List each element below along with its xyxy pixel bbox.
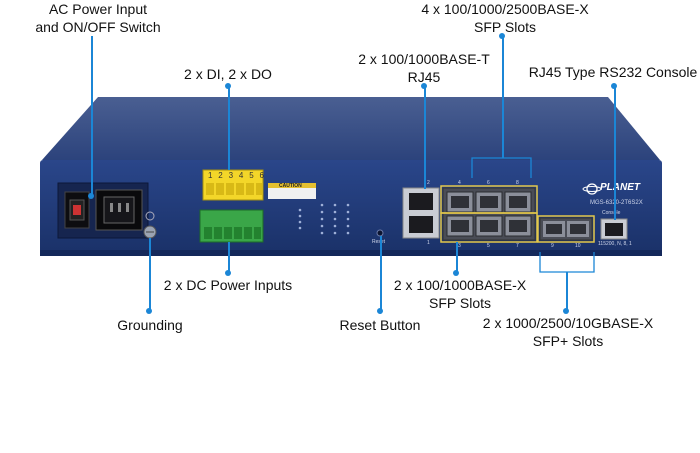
label-line: SFP Slots (474, 19, 536, 35)
terminal-number: 3 (228, 171, 234, 180)
terminal-numbers: 1 2 3 4 5 6 (208, 171, 264, 180)
chassis-top (42, 97, 660, 160)
sfp-1000-highlight (440, 212, 538, 243)
callout-line-sfp-1000 (456, 242, 458, 272)
console-label: Console (602, 210, 621, 216)
terminal-number: 1 (208, 171, 213, 180)
label-sfp-2500: 4 x 100/1000/2500BASE-X SFP Slots (410, 0, 600, 36)
label-sfp-1000: 2 x 100/1000BASE-X SFP Slots (385, 276, 535, 312)
terminal-number: 6 (259, 171, 264, 180)
label-di-do: 2 x DI, 2 x DO (184, 66, 272, 82)
model-number: MGS-6320-2T6S2X (590, 200, 643, 206)
terminal-number: 5 (249, 171, 254, 180)
sfp-plus-highlight (537, 215, 595, 243)
callout-dot-di-do (225, 83, 231, 89)
callout-line-dc-power (228, 242, 230, 272)
label-line: AC Power Input (48, 1, 148, 17)
terminal-number: 4 (238, 171, 244, 180)
callout-dot-reset (377, 308, 383, 314)
label-sfp-10g: 2 x 1000/2500/10GBASE-X SFP+ Slots (478, 314, 658, 350)
sfp-plus-port-label: 9 (551, 243, 554, 249)
callout-line-reset (380, 236, 382, 312)
ac-power-module (57, 182, 149, 239)
callout-line-di-do (228, 86, 230, 170)
terminal-number: 2 (218, 171, 223, 180)
label-reset: Reset Button (339, 317, 421, 333)
console-port (600, 218, 628, 240)
rj45-ports (402, 187, 440, 239)
dc-power-terminal-block (199, 209, 264, 243)
label-console: RJ45 Type RS232 Console (528, 64, 698, 80)
callout-line-console (614, 86, 616, 220)
callout-line-sfp-2500 (502, 36, 504, 158)
sfp-plus-ports (539, 217, 593, 241)
sfp-port-label: 3 (458, 243, 461, 249)
sfp-cage (442, 187, 536, 241)
reset-label: Reset (372, 239, 386, 245)
brand-name: PLANET (600, 182, 640, 193)
sfp-port-label: 8 (516, 180, 519, 186)
label-line: and ON/OFF Switch (35, 19, 161, 35)
label-dc-power: 2 x DC Power Inputs (163, 277, 293, 293)
caution-text: CAUTION (279, 183, 302, 189)
on-off-switch (73, 205, 81, 215)
label-grounding: Grounding (117, 317, 183, 333)
sfp-plus-port-label: 10 (575, 243, 581, 249)
rj45-port-label-top: 2 (427, 180, 430, 186)
label-line: 2 x 100/1000BASE-X (393, 277, 527, 293)
label-line: RJ45 (407, 69, 441, 85)
callout-dot-console (611, 83, 617, 89)
callout-dot-sfp-10g (563, 308, 569, 314)
sfp-port-label: 5 (487, 243, 490, 249)
label-ac-power: AC Power Input and ON/OFF Switch (28, 0, 168, 36)
baud-label: 115200, N, 8, 1 (598, 241, 632, 247)
callout-line-ac-power (91, 36, 93, 196)
planet-logo-icon (586, 183, 598, 195)
label-line: SFP Slots (429, 295, 491, 311)
callout-line-grounding (149, 238, 151, 312)
sfp-port-label: 4 (458, 180, 461, 186)
label-line: 2 x 100/1000BASE-T (358, 51, 490, 67)
callout-line-rj45 (424, 86, 426, 189)
callout-dot-sfp-2500 (499, 33, 505, 39)
di-do-terminal-block (202, 169, 264, 201)
label-rj45: 2 x 100/1000BASE-T RJ45 (344, 50, 504, 86)
sfp-port-label: 7 (516, 243, 519, 249)
callout-dot-dc-power (225, 270, 231, 276)
label-line: 2 x 1000/2500/10GBASE-X (482, 315, 654, 331)
callout-dot-rj45 (421, 83, 427, 89)
led-panel (298, 203, 350, 235)
callout-dot-grounding (146, 308, 152, 314)
label-line: 4 x 100/1000/2500BASE-X (421, 1, 589, 17)
rj45-port-label-bottom: 1 (427, 240, 430, 246)
callout-dot-ac-power (88, 193, 94, 199)
callout-dot-sfp-1000 (453, 270, 459, 276)
callout-line-sfp-10g (566, 272, 568, 312)
sfp-port-label: 6 (487, 180, 490, 186)
label-line: SFP+ Slots (532, 333, 604, 349)
